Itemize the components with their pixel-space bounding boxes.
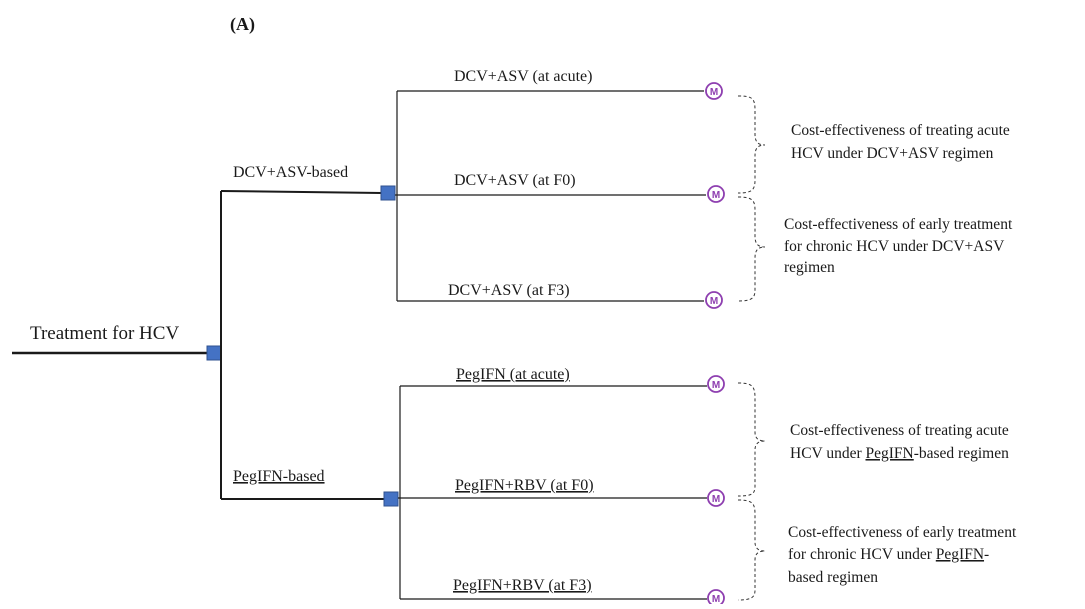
markov-node-2-3-text: M <box>712 594 720 604</box>
markov-node-2-3: M <box>707 589 725 607</box>
note-2: Cost-effectiveness of early treatment fo… <box>784 216 1016 276</box>
note-3: Cost-effectiveness of treating acute HCV… <box>790 422 1013 462</box>
markov-node-2-1: M <box>707 375 725 393</box>
panel-label: (A) <box>230 14 255 35</box>
option-1-1-label: DCV+ASV (at acute) <box>454 68 592 85</box>
markov-node-1-2: M <box>707 185 725 203</box>
bracket-group-1 <box>737 95 766 302</box>
option-1-2-label: DCV+ASV (at F0) <box>454 172 576 189</box>
option-2-2-label: PegIFN+RBV (at F0) <box>455 477 594 494</box>
markov-node-1-1-text: M <box>710 87 718 98</box>
branch-1-label: DCV+ASV-based <box>233 164 348 181</box>
option-1-3-label: DCV+ASV (at F3) <box>448 282 570 299</box>
bracket-group-2 <box>737 382 766 601</box>
branch-2-decision-node <box>383 491 399 507</box>
option-2-1-label: PegIFN (at acute) <box>456 366 570 383</box>
markov-node-1-2-text: M <box>712 190 720 201</box>
note-4: Cost-effectiveness of early treatment fo… <box>788 524 1020 586</box>
branch-1-decision-node <box>380 185 396 201</box>
root-label: Treatment for HCV <box>30 323 179 344</box>
markov-node-2-2: M <box>707 489 725 507</box>
root-decision-node <box>206 345 222 361</box>
option-2-3-label: PegIFN+RBV (at F3) <box>453 577 592 594</box>
markov-node-2-1-text: M <box>712 380 720 391</box>
markov-node-1-1: M <box>705 82 723 100</box>
branch-2-label: PegIFN-based <box>233 468 325 485</box>
markov-node-2-2-text: M <box>712 494 720 505</box>
markov-node-1-3-text: M <box>710 296 718 307</box>
note-1: Cost-effectiveness of treating acute HCV… <box>791 122 1014 162</box>
markov-node-1-3: M <box>705 291 723 309</box>
branch-1-line <box>220 190 384 194</box>
